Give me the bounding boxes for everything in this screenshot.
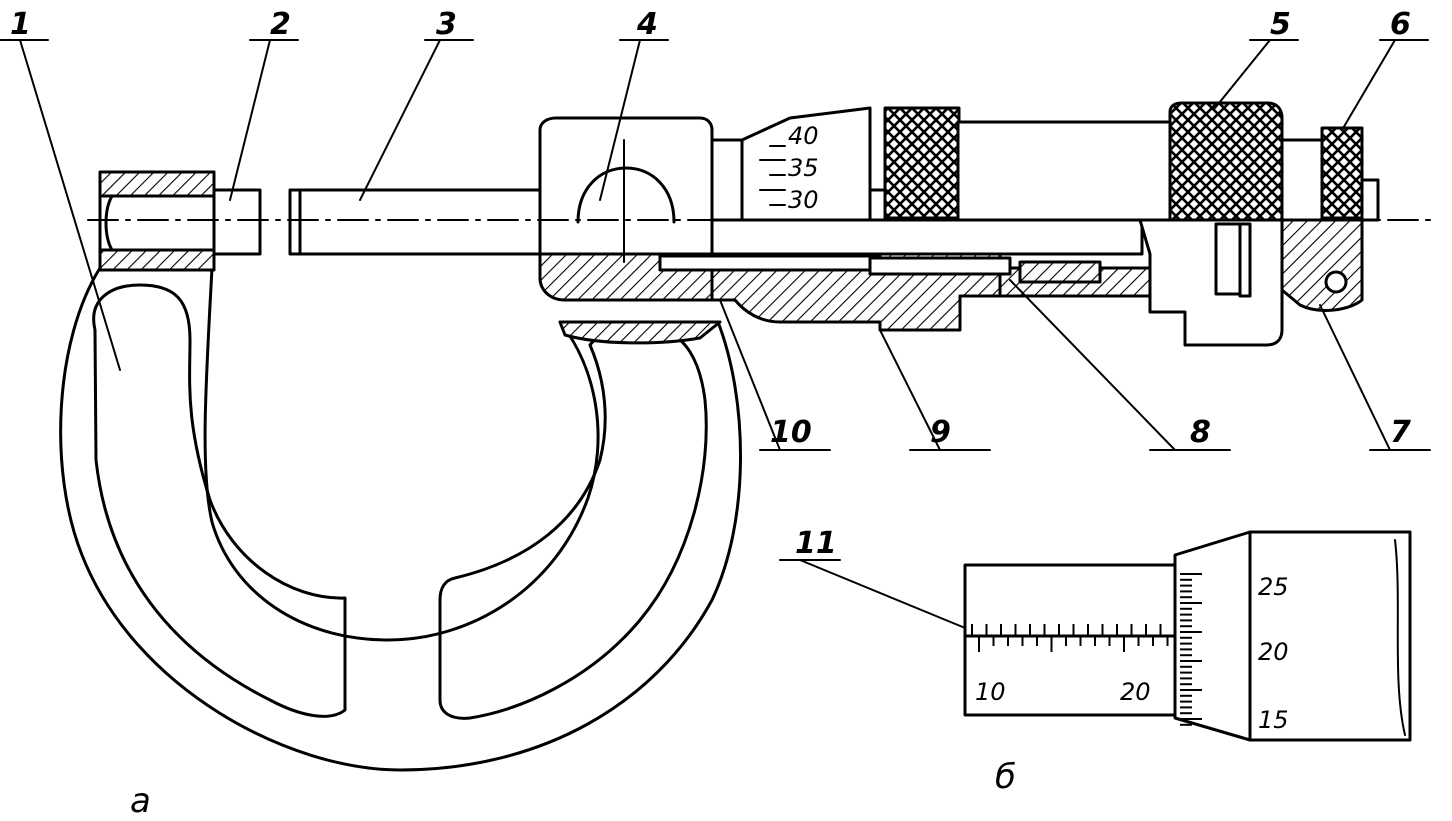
part-label-8: 8 <box>1190 415 1211 450</box>
cap <box>1280 126 1380 312</box>
part-label-6: 6 <box>1390 7 1411 42</box>
sleeve <box>658 138 1152 332</box>
part-label-2: 2 <box>270 7 291 42</box>
sleeve-scale-b-20: 20 <box>1120 678 1151 706</box>
part-label-7: 7 <box>1390 415 1411 450</box>
part-label-10: 10 <box>770 415 812 450</box>
thimble-scale-a-30: 30 <box>788 186 819 214</box>
caption-a: а <box>130 781 151 816</box>
thimble-scale-a-35: 35 <box>788 154 819 182</box>
anvil <box>98 170 262 256</box>
thimble <box>740 106 1172 222</box>
thimble-scale-b-20: 20 <box>1258 638 1289 666</box>
scale-detail <box>963 530 1412 742</box>
frame <box>59 248 742 772</box>
ratchet-knob <box>1138 101 1284 347</box>
part-label-1: 1 <box>10 7 31 42</box>
thimble-scale-b-15: 15 <box>1258 706 1289 734</box>
thimble-scale-a-40: 40 <box>788 122 819 150</box>
part-label-11: 11 <box>795 526 837 561</box>
scale-ticks <box>971 573 1202 726</box>
lock-head <box>538 116 714 302</box>
part-label-4: 4 <box>636 7 658 42</box>
part-label-5: 5 <box>1270 7 1291 42</box>
caption-b: б <box>995 757 1016 797</box>
leader-lines <box>0 39 1431 631</box>
thimble-scale-b-25: 25 <box>1258 573 1289 601</box>
sleeve-scale-b-10: 10 <box>975 678 1006 706</box>
part-label-9: 9 <box>930 415 951 450</box>
part-label-3: 3 <box>436 7 457 42</box>
